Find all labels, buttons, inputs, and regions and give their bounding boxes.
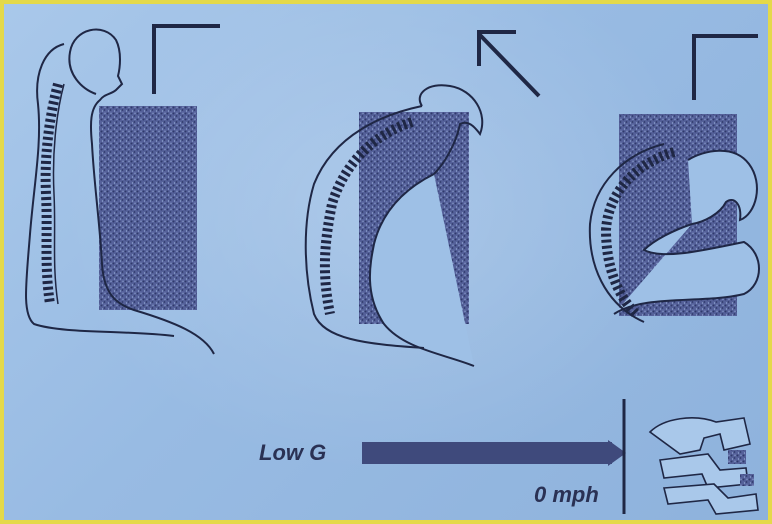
diagonal-arrow-shaft <box>479 34 539 96</box>
whiplash-diagram <box>4 4 768 520</box>
full-flexion-figure <box>590 36 759 322</box>
force-label: Low G <box>259 440 326 466</box>
seatback-1 <box>99 106 197 310</box>
corner-arrow-up-right-1 <box>154 26 220 94</box>
flexing-posture-figure <box>306 26 539 366</box>
corner-arrow-up-right-3 <box>694 36 758 100</box>
force-arrow-bar <box>362 442 612 464</box>
spine-edge-1 <box>53 84 64 304</box>
vertebrae-cross-section-icon <box>650 418 758 514</box>
spine-1 <box>46 84 58 304</box>
upright-posture-figure <box>26 26 220 354</box>
speed-label: 0 mph <box>534 482 599 508</box>
